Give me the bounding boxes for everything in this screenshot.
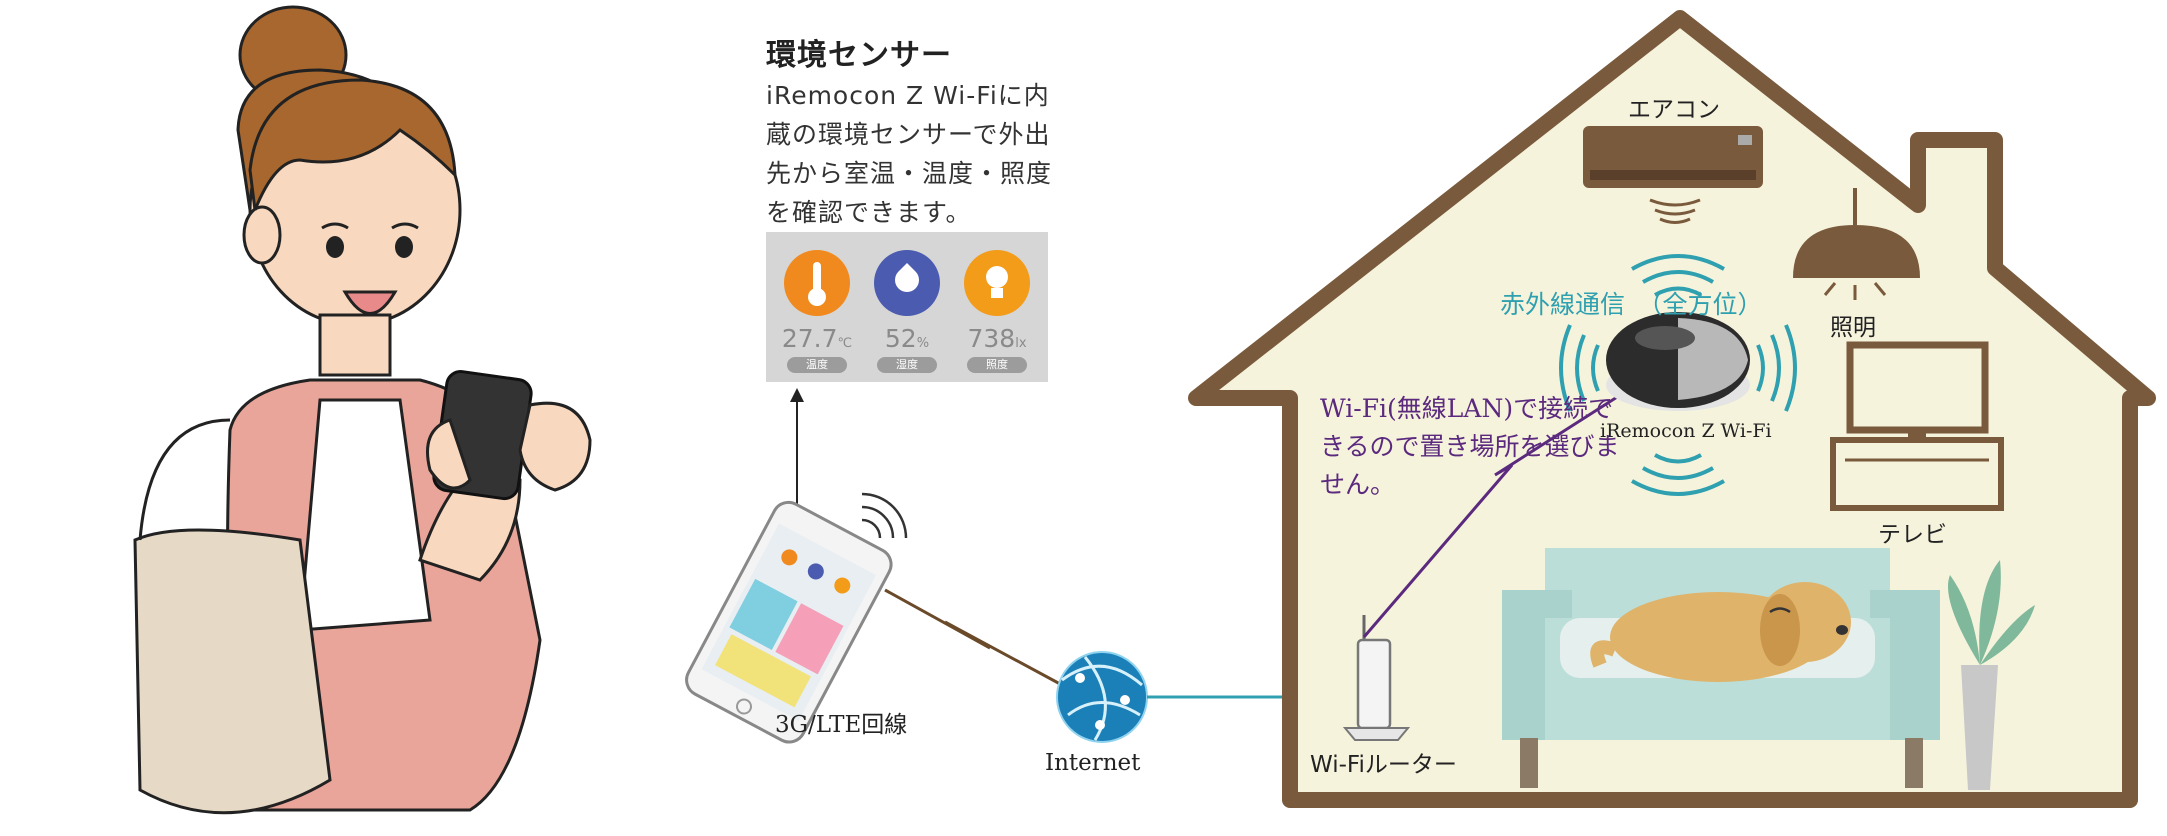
air-conditioner-label: エアコン: [1628, 97, 1720, 123]
illuminance-label: 照度: [967, 357, 1027, 373]
iremocon-device-icon: [1606, 312, 1750, 411]
wifi-note: Wi-Fi(無線LAN)で接続できるので置き場所を選びません。: [1320, 394, 1620, 499]
plant-illustration: [1948, 560, 2035, 790]
humidity-value: 52%: [884, 324, 930, 353]
internet-label: Internet: [1045, 750, 1141, 776]
water-drop-icon: [874, 250, 940, 316]
temperature-label: 温度: [787, 357, 847, 373]
woman-illustration: [133, 5, 592, 815]
sensor-readings-panel: 27.7℃ 52% 738lx 温度 湿度 照度: [766, 232, 1048, 382]
temperature-value: 27.7℃: [781, 324, 853, 353]
infrared-waves-icon: [1559, 254, 1797, 496]
light-label: 照明: [1830, 315, 1876, 341]
mobile-line-label: 3G/LTE回線: [775, 712, 908, 738]
globe-icon: [1056, 651, 1148, 743]
mobile-link-line: [884, 588, 1063, 687]
smartphone-icon: [685, 500, 893, 744]
light-bulb-icon: [964, 250, 1030, 316]
router-label: Wi-Fiルーター: [1310, 752, 1457, 778]
up-arrow-head: [790, 388, 804, 402]
sensor-description: iRemocon Z Wi-Fiに内蔵の環境センサーで外出先から室温・温度・照度…: [766, 81, 1053, 227]
thermometer-icon: [784, 250, 850, 316]
infrared-label: 赤外線通信 （全方位）: [1500, 290, 1763, 319]
dog-illustration: [1590, 582, 1851, 682]
ceiling-light-icon: [1793, 188, 1920, 300]
tv-label: テレビ: [1878, 522, 1947, 548]
wifi-link-line: [1362, 390, 1626, 638]
device-label: iRemocon Z Wi-Fi: [1600, 420, 1772, 442]
illuminance-value: 738lx: [967, 324, 1027, 353]
tv-icon: [1830, 341, 2004, 511]
humidity-label: 湿度: [877, 357, 937, 373]
sensor-title: 環境センサー: [766, 38, 952, 73]
air-conditioner-icon: [1583, 126, 1763, 224]
phone-signal-icon: [861, 492, 908, 539]
